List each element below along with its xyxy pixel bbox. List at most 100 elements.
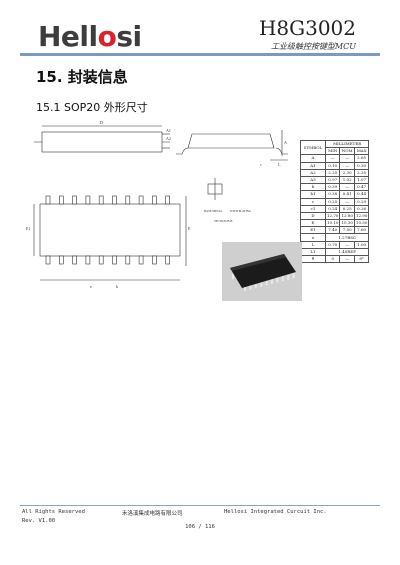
chip-illustration <box>222 242 302 301</box>
cell-sym: E <box>300 219 326 228</box>
cell-max: 10.50 <box>353 219 370 228</box>
label-e1: E1 <box>26 226 30 231</box>
cell-sym: c <box>300 197 326 206</box>
cell-sym: A2 <box>300 168 326 177</box>
chip-lead <box>287 274 290 280</box>
cell-min: — <box>324 154 341 163</box>
company-logo: Hellosi <box>38 20 142 53</box>
label-section: SECTION B-B <box>214 219 232 223</box>
cell-sym: c1 <box>300 204 326 213</box>
package-pin <box>165 255 170 265</box>
cell-nom: — <box>339 161 355 170</box>
cell-nom: 12.80 <box>339 211 355 221</box>
package-pin <box>98 195 104 205</box>
cell-nom: 1.02 <box>339 175 355 185</box>
bottom-view-body <box>39 203 181 257</box>
header-divider <box>20 53 380 56</box>
cell-sym: L1 <box>300 247 326 257</box>
cell-sym: E1 <box>300 226 326 235</box>
cell-sym: e <box>300 233 326 242</box>
product-model: H8G3002 <box>258 16 356 40</box>
cell-max: 0.26 <box>353 204 370 213</box>
package-pin <box>72 255 77 265</box>
package-pin <box>112 195 117 205</box>
footer-divider <box>20 505 380 506</box>
label-side-a2: A2 <box>166 136 171 141</box>
package-pin <box>58 255 64 265</box>
col-min: MIN <box>324 147 341 156</box>
label-with-plating: WITH PLATING <box>230 209 252 213</box>
cell-sym: A3 <box>300 175 326 185</box>
chip-lead <box>271 279 273 284</box>
package-pin <box>138 195 144 205</box>
cell-max: 8° <box>353 254 370 264</box>
package-pin <box>45 195 51 205</box>
millimeter-header: MILLIMETER <box>324 139 370 149</box>
cell-nom: — <box>339 240 355 249</box>
chip-photo <box>222 242 302 301</box>
package-pin <box>152 195 157 205</box>
chip-lead <box>281 276 284 282</box>
package-pin <box>58 195 64 205</box>
package-outline-drawing: D A1 A2 A E1 E e b L c BASE METAL WITH P… <box>26 120 288 289</box>
cell-max: 1.07 <box>353 175 370 185</box>
label-b: b <box>116 284 118 289</box>
cell-sym: L <box>300 240 326 249</box>
label-l: L <box>278 162 281 167</box>
top-view-body <box>41 131 163 153</box>
cell-min: 0.10 <box>324 161 341 170</box>
cell-min: 0.24 <box>324 204 341 213</box>
package-pin <box>125 195 131 205</box>
cell-sym: θ <box>300 254 326 264</box>
page-number: 106 / 116 <box>185 524 215 530</box>
package-pin <box>72 195 77 205</box>
cell-min: 0.70 <box>324 240 341 249</box>
label-side-a1: A1 <box>166 128 171 133</box>
cell-min: 0.38 <box>324 190 341 199</box>
chip-lead <box>254 283 257 289</box>
table-row: A——2.65 <box>300 154 370 163</box>
footer-rights: All Rights Reserved <box>22 509 85 515</box>
section-title: 15. 封装信息 <box>36 68 128 86</box>
cell-span: 1.27BSC <box>324 233 370 242</box>
cell-sym: b1 <box>300 190 326 199</box>
cell-sym: b <box>300 183 326 192</box>
package-pin <box>45 255 51 265</box>
product-subtitle: 工业级触控按键型MCU <box>270 42 356 51</box>
cell-nom: 7.50 <box>339 226 355 235</box>
footer-revision: Rev. V1.00 <box>22 518 56 524</box>
label-base-metal: BASE METAL <box>204 209 223 213</box>
chip-lead <box>292 273 295 279</box>
logo-text-prefix: Hell <box>38 20 98 53</box>
label-e-pitch: e <box>90 284 92 289</box>
cell-nom: — <box>339 154 355 163</box>
cell-max: 2.35 <box>353 168 370 177</box>
cell-min: 2.25 <box>324 168 341 177</box>
package-pin <box>125 255 131 265</box>
label-d: D <box>100 120 103 125</box>
cell-max: 0.30 <box>353 161 370 170</box>
cell-nom: 10.30 <box>339 219 355 228</box>
side-view-leads <box>176 147 288 155</box>
cell-nom: 0.41 <box>339 190 355 199</box>
logo-accent-letter: o <box>97 20 117 53</box>
label-e: E <box>188 226 191 231</box>
cell-sym: A <box>300 154 326 163</box>
chip-lead <box>265 280 268 286</box>
cell-span: 1.40REF <box>324 247 370 257</box>
cell-max: 1.00 <box>353 240 370 249</box>
cell-min: 0.39 <box>324 183 341 192</box>
chip-lead <box>249 284 252 290</box>
chip-lead <box>260 281 263 287</box>
side-view-body <box>187 133 275 149</box>
cell-max: 0.29 <box>353 197 370 206</box>
